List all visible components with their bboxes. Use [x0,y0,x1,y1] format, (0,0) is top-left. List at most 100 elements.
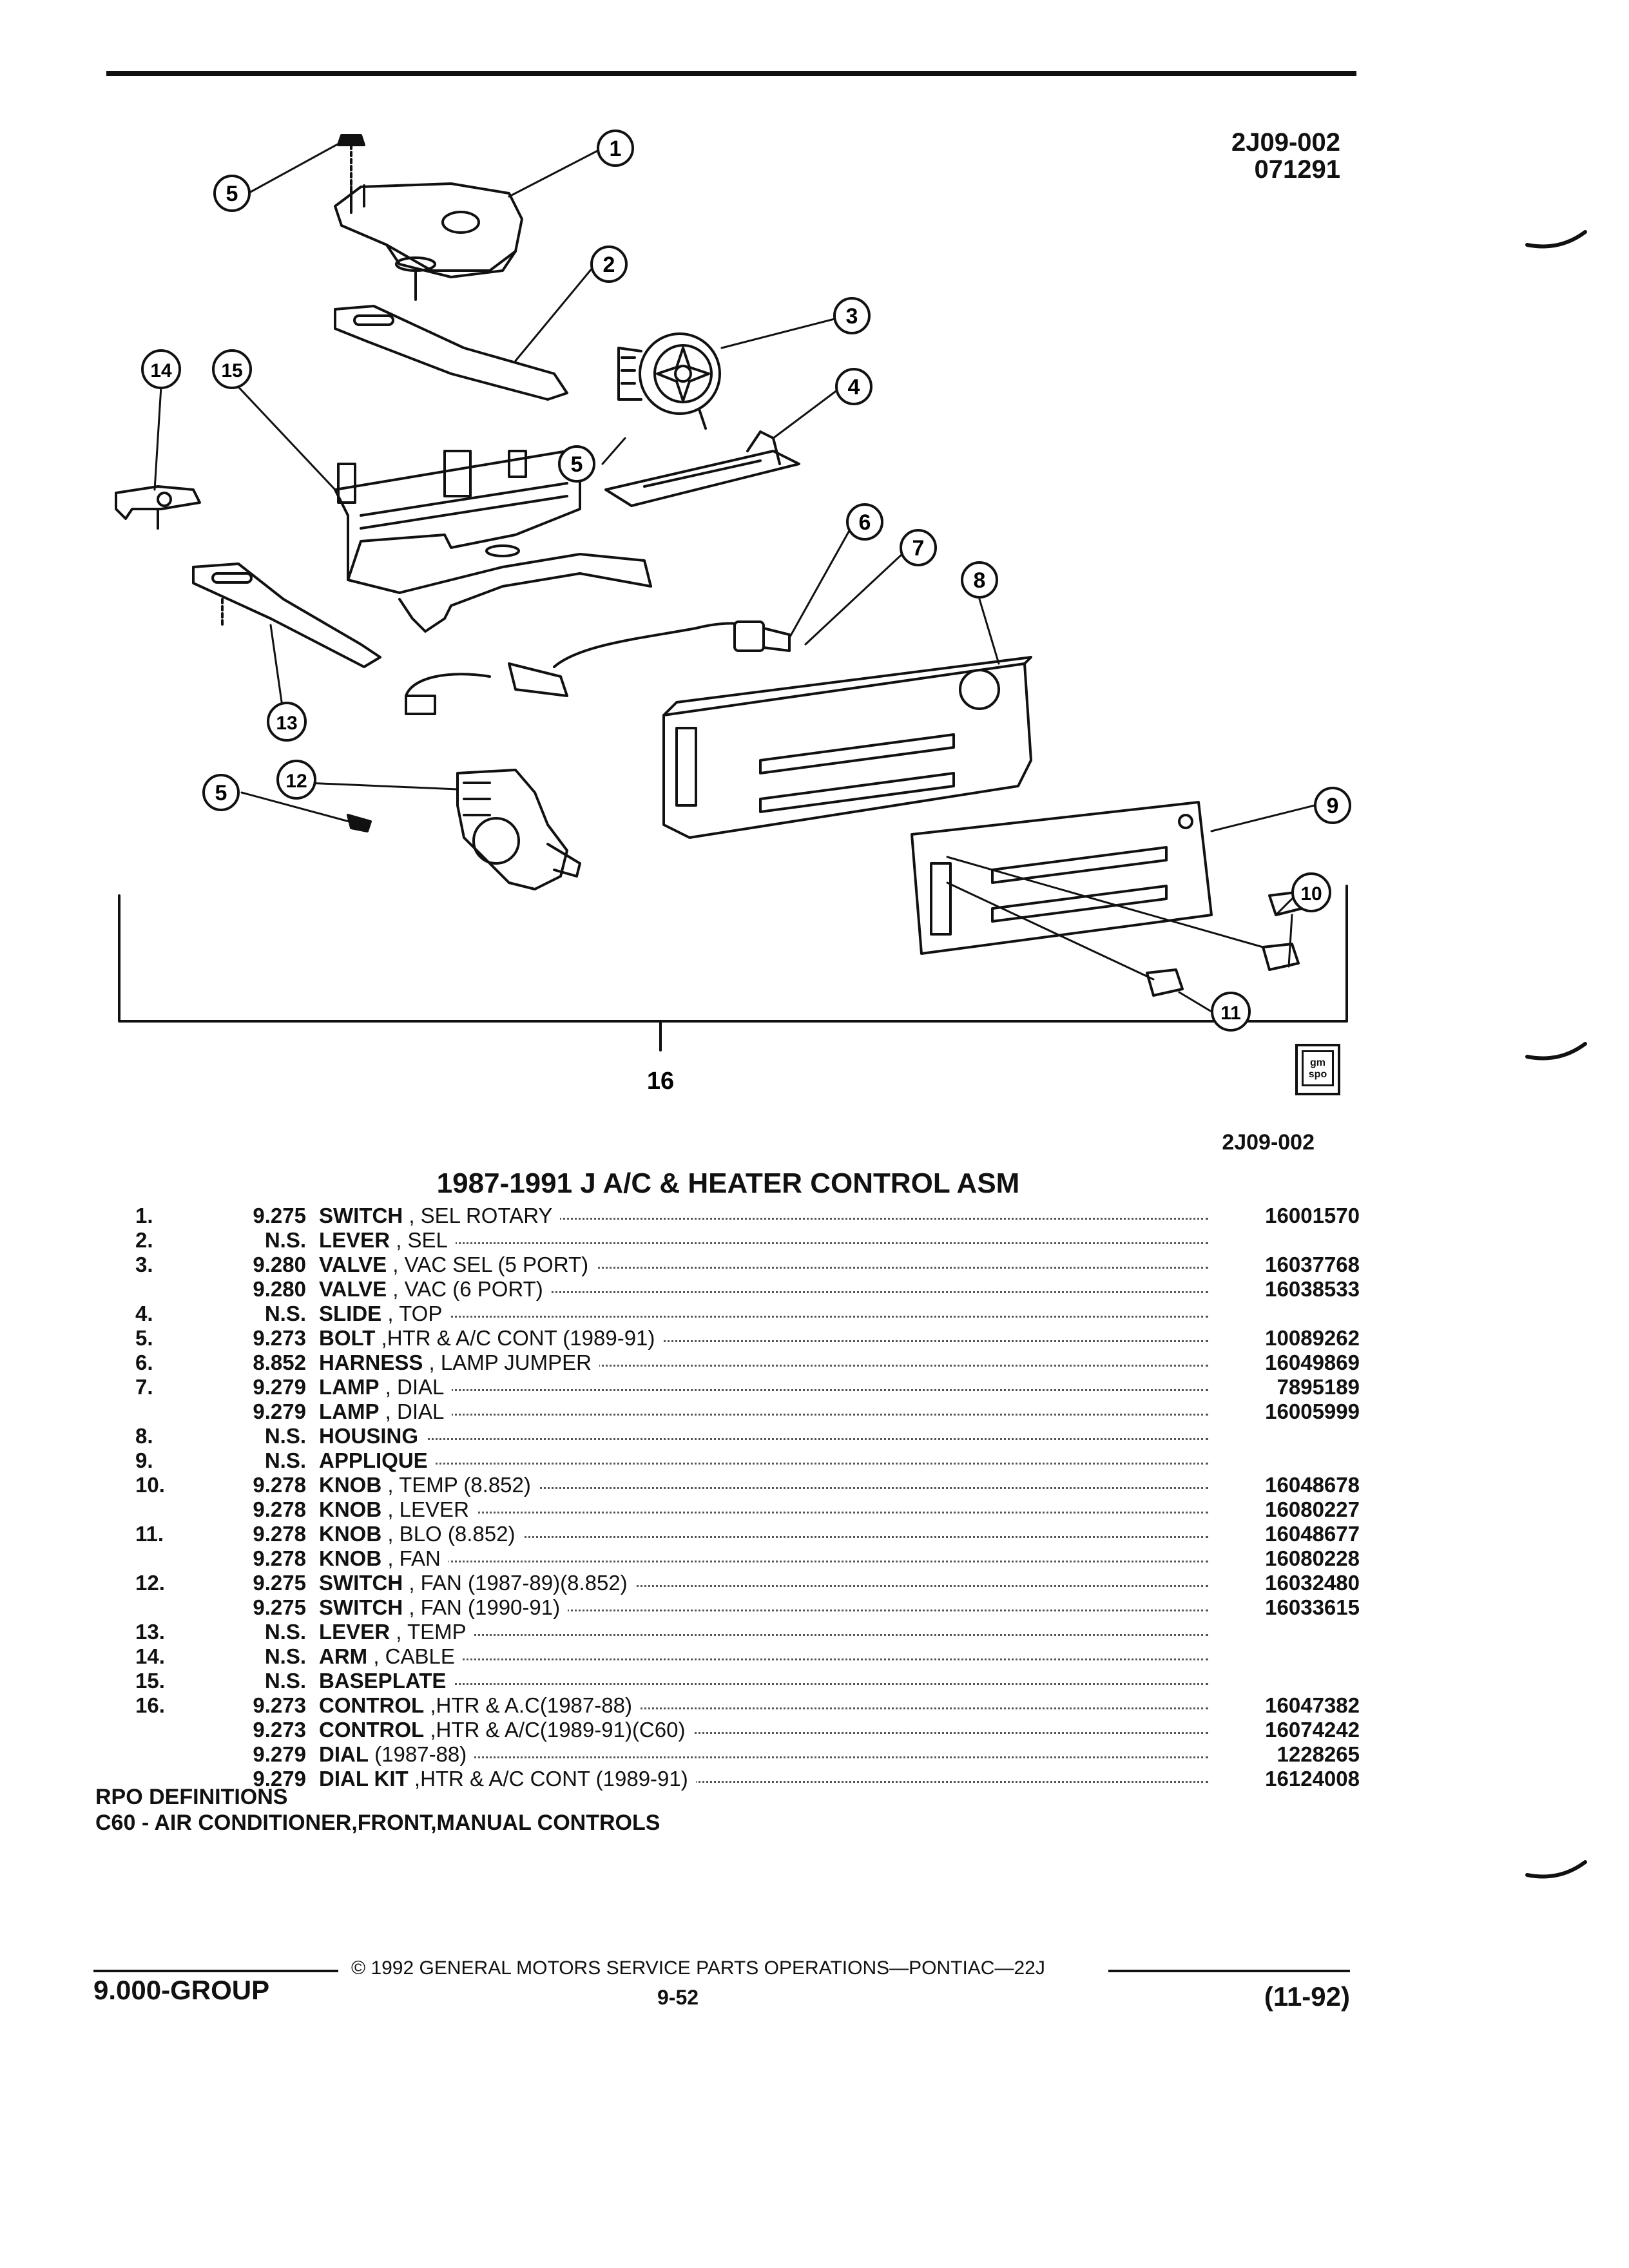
description-text: ARM , CABLE [319,1644,463,1668]
leader-dots [319,1438,1208,1440]
part-description: DIAL (1987-88) [319,1742,1221,1767]
part-bolt-top [337,134,365,188]
part-name: SLIDE [319,1302,382,1325]
part-number [1221,1448,1360,1473]
leader-dots [319,1781,1208,1783]
svg-text:5: 5 [226,182,238,206]
item-number: 16. [135,1693,165,1717]
part-detail: , LEVER [381,1497,469,1521]
top-rule [106,71,1356,76]
part-description: KNOB , BLO (8.852) [319,1522,1221,1546]
part-name: DIAL [319,1742,369,1766]
description-text: HARNESS , LAMP JUMPER [319,1350,599,1374]
leader-dots [319,1414,1208,1416]
svg-text:13: 13 [276,713,297,734]
leader-dots [319,1487,1208,1489]
catalog-group: 9.279 [253,1767,306,1791]
part-name: ARM [319,1644,368,1668]
part-description: APPLIQUE [319,1448,1221,1473]
description-text: BOLT ,HTR & A/C CONT (1989-91) [319,1326,663,1350]
part-detail: ,HTR & A/C(1989-91)(C60) [424,1718,686,1742]
callout-3: 3 [833,297,871,334]
callouts: 1 2 3 4 5 5 5 6 7 8 9 10 11 12 13 14 15 [141,130,1351,1032]
item-number [135,1399,200,1424]
part-number: 16033615 [1265,1595,1360,1619]
catalog-group: 8.852 [253,1350,306,1374]
callout-11: 11 [1211,992,1251,1032]
part-name: APPLIQUE [319,1448,428,1472]
leader-dots [319,1267,1208,1269]
part-vacuum-valve [617,332,721,430]
part-number [1221,1228,1360,1253]
part-number: 16048677 [1265,1522,1360,1546]
description-text: SWITCH , SEL ROTARY [319,1204,561,1227]
catalog-group: 9.280 [253,1277,306,1301]
leader-dots [319,1316,1208,1318]
description-text: KNOB , BLO (8.852) [319,1522,523,1546]
catalog-group: 9.275 [253,1204,306,1227]
leader-dots [319,1242,1208,1244]
leader-dots [319,1561,1208,1562]
part-number: 16080228 [1265,1546,1360,1570]
part-description: BOLT ,HTR & A/C CONT (1989-91) [319,1326,1221,1350]
part-name: SWITCH [319,1595,403,1619]
leader-dots [319,1389,1208,1391]
part-housing [662,656,1032,839]
item-number: 8. [135,1424,153,1448]
description-text: CONTROL ,HTR & A.C(1987-88) [319,1693,640,1717]
part-description: BASEPLATE [319,1669,1221,1693]
svg-text:7: 7 [912,536,925,561]
part-number: 10089262 [1265,1326,1360,1350]
part-number: 7895189 [1277,1375,1360,1399]
part-name: SWITCH [319,1204,403,1227]
callout-7: 7 [900,529,937,566]
description-text: DIAL (1987-88) [319,1742,475,1766]
callout-9: 9 [1314,787,1351,824]
part-baseplate [334,450,652,633]
part-detail: ,HTR & A.C(1987-88) [424,1693,632,1717]
part-number: 1228265 [1277,1742,1360,1766]
part-slide-top [604,430,800,507]
binder-mark-3 [1525,1860,1587,1879]
description-text: BASEPLATE [319,1669,454,1693]
catalog-group: 9.275 [253,1571,306,1595]
item-number: 6. [135,1350,153,1374]
callout-5a: 5 [213,175,251,212]
catalog-group: N.S. [264,1424,306,1448]
part-detail: , TEMP [390,1620,467,1644]
part-detail: , CABLE [367,1644,455,1668]
description-text: VALVE , VAC (6 PORT) [319,1277,551,1301]
footer-rule-right [1108,1970,1350,1972]
description-text: CONTROL ,HTR & A/C(1989-91)(C60) [319,1718,693,1742]
part-name: CONTROL [319,1693,425,1717]
catalog-group: 9.278 [253,1546,306,1570]
svg-text:4: 4 [848,375,860,399]
footer-rule-left [93,1970,338,1972]
part-number: 16048678 [1265,1473,1360,1497]
svg-text:10: 10 [1300,883,1322,905]
part-detail: , DIAL [379,1399,445,1423]
footer-copyright: © 1992 GENERAL MOTORS SERVICE PARTS OPER… [351,1957,1045,1979]
leader-dots [319,1634,1208,1636]
part-description: KNOB , LEVER [319,1497,1221,1522]
part-description: HOUSING [319,1424,1221,1448]
svg-text:1: 1 [610,137,622,161]
table-row: 14.N.S.ARM , CABLE [135,1644,1360,1669]
part-description: KNOB , TEMP (8.852) [319,1473,1221,1497]
part-bolt-lower [347,814,372,832]
svg-text:5: 5 [215,781,227,805]
part-description: CONTROL ,HTR & A/C(1989-91)(C60) [319,1718,1221,1742]
description-text: LEVER , SEL [319,1228,456,1252]
base-frame [118,885,1348,1023]
part-number [1221,1424,1360,1448]
part-description: VALVE , VAC SEL (5 PORT) [319,1253,1221,1277]
item-number: 4. [135,1302,153,1325]
part-detail: , FAN (1987-89)(8.852) [403,1571,628,1595]
item-number: 15. [135,1669,165,1693]
